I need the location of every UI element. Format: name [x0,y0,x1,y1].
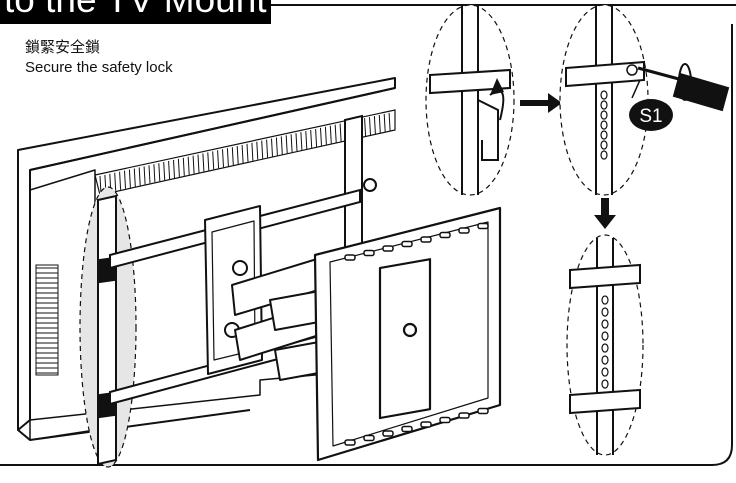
s1-callout: S1 [629,79,673,131]
s1-label: S1 [639,106,662,127]
detail-circle-1 [425,4,515,196]
detail-circle-2 [559,4,649,196]
header-bar: to the TV Mount [0,0,271,24]
instruction-text-zh: 鎖緊安全鎖 [25,39,101,56]
screwdriver [637,63,730,112]
arrow-right [520,93,562,113]
tv-mount-plate [313,206,502,462]
arrow-down [594,198,616,229]
detail-circle-3 [566,234,644,456]
instruction-text-en: Secure the safety lock [25,59,173,76]
instruction-caption: 鎖緊安全鎖 Secure the safety lock [25,38,173,78]
header-title: to the TV Mount [4,0,267,18]
side-vents [35,264,59,376]
